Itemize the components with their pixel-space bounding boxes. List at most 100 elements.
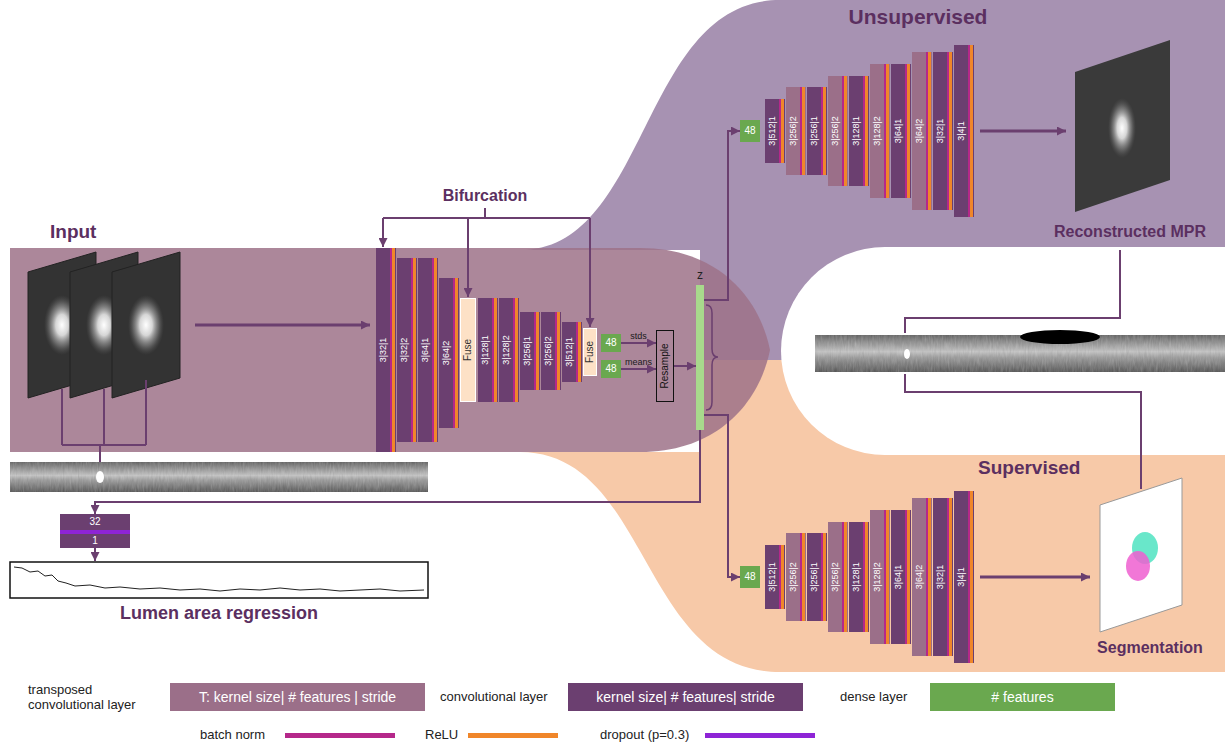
input-arrow [195, 324, 370, 327]
gap-region [781, 247, 1225, 455]
layer-label: 3|128|2 [873, 116, 882, 146]
dark-notch [1020, 330, 1100, 344]
relu-stripe [455, 278, 458, 428]
bifurcation-arrow [589, 218, 591, 327]
bifurcation-line [383, 208, 590, 218]
relu-stripe [536, 312, 539, 390]
legend-swatch: # features [930, 683, 1115, 711]
layer-label: 3|512|1 [768, 562, 777, 592]
regression-layer: 32 [60, 514, 130, 530]
regression-layer: 1 [60, 534, 130, 548]
dense-layer: 48 [601, 360, 621, 378]
relu-stripe [494, 298, 497, 402]
regression-arrow [94, 548, 96, 561]
layer-label: 3|128|1 [852, 116, 861, 146]
output-label: Segmentation [1097, 640, 1203, 656]
lumen-blob [128, 295, 164, 355]
relu-stripe [515, 298, 518, 402]
legend-swatch [285, 733, 395, 738]
latent-vector: z [696, 285, 704, 430]
conv-layer: 3|512|1 [765, 99, 785, 163]
relu-stripe [949, 52, 952, 210]
conv-layer: 3|64|1 [891, 510, 911, 644]
relu-stripe [907, 510, 910, 644]
layer-label: 3|32|2 [400, 338, 409, 363]
legend-sample-text: T: kernel size| # features | stride [199, 690, 396, 704]
image-texture [815, 335, 1225, 372]
layer-label: 32 [89, 517, 100, 527]
regression-curve [14, 567, 424, 591]
layer-label: 1 [92, 536, 98, 546]
output-label: Reconstructed MPR [1054, 224, 1206, 240]
relu-stripe [781, 545, 784, 609]
layer-label: 3|128|2 [873, 562, 882, 592]
legend-swatch [705, 733, 815, 738]
edge-label: means [625, 358, 652, 367]
bright-spot [96, 471, 104, 483]
conv-layer: 3|256|1 [807, 87, 827, 175]
reconstructed-image [1075, 40, 1170, 212]
layer-label: 48 [605, 364, 616, 374]
conv-layer: 3|512|1 [562, 322, 582, 382]
layer-label: 3|256|2 [789, 562, 798, 592]
layer-label: Fuse [463, 339, 473, 361]
legend-text: dropout (p=0.3) [600, 728, 689, 743]
edge-label: stds [630, 332, 647, 341]
input-slice [112, 252, 180, 398]
section-title: Unsupervised [849, 6, 988, 27]
layer-label: 3|32|1 [936, 119, 945, 144]
relu-stripe [970, 491, 973, 663]
layer-label: 3|128|1 [852, 562, 861, 592]
transposed-conv-layer: 3|256|2 [786, 533, 806, 621]
connector-arrow [95, 430, 700, 514]
legend-text: dense layer [840, 690, 907, 705]
relu-stripe [844, 522, 847, 632]
layer-label: 3|128|2 [502, 335, 511, 365]
longitudinal-image [815, 335, 1225, 372]
conv-layer: 3|512|1 [765, 545, 785, 609]
transposed-conv-layer: 3|128|2 [870, 510, 890, 644]
layer-label: 3|4|1 [957, 567, 966, 587]
fuse-block: Fuse [583, 328, 597, 376]
transposed-conv-layer: 3|256|2 [786, 87, 806, 175]
layer-label: 3|64|2 [915, 119, 924, 144]
layer-label: 3|256|2 [831, 116, 840, 146]
resample-box: Resample [656, 330, 674, 402]
connector-arrow [704, 131, 740, 300]
dense-layer: 48 [601, 334, 621, 352]
layer-label: 3|64|2 [915, 565, 924, 590]
section-title: Input [50, 222, 96, 241]
layer-label: 3|256|1 [810, 116, 819, 146]
input-band [10, 248, 770, 452]
relu-stripe [865, 522, 868, 632]
layer-label: 48 [605, 338, 616, 348]
conv-layer: 3|256|1 [807, 533, 827, 621]
legend-swatch: T: kernel size| # features | stride [170, 683, 425, 711]
longitudinal-image [10, 462, 428, 492]
conv-layer: 3|32|1 [933, 52, 953, 210]
legend-swatch [468, 733, 558, 738]
bifurcation-arrow [467, 218, 469, 297]
conv-layer: 3|128|1 [849, 76, 869, 186]
conv-layer: 3|64|2 [439, 278, 459, 428]
connector-arrow [704, 415, 740, 577]
conv-layer: 3|64|1 [891, 64, 911, 198]
transposed-conv-layer: 3|64|2 [912, 52, 932, 210]
layer-label: 3|64|2 [442, 341, 451, 366]
conv-layer: 3|32|2 [397, 258, 417, 442]
segmentation-class [1126, 551, 1150, 581]
relu-stripe [928, 52, 931, 210]
relu-stripe [844, 76, 847, 186]
output-arrow [980, 130, 1066, 133]
layer-label: 3|64|1 [894, 565, 903, 590]
connector-arrow [621, 368, 656, 370]
layer-label: 3|32|1 [936, 565, 945, 590]
conv-layer: 3|4|1 [954, 491, 974, 663]
relu-stripe [802, 87, 805, 175]
legend-text: convolutional layer [440, 690, 548, 705]
layer-label: 3|64|1 [894, 119, 903, 144]
conv-layer: 3|256|2 [541, 312, 561, 390]
connector-arrow [674, 365, 696, 367]
dense-layer: 48 [740, 120, 760, 142]
